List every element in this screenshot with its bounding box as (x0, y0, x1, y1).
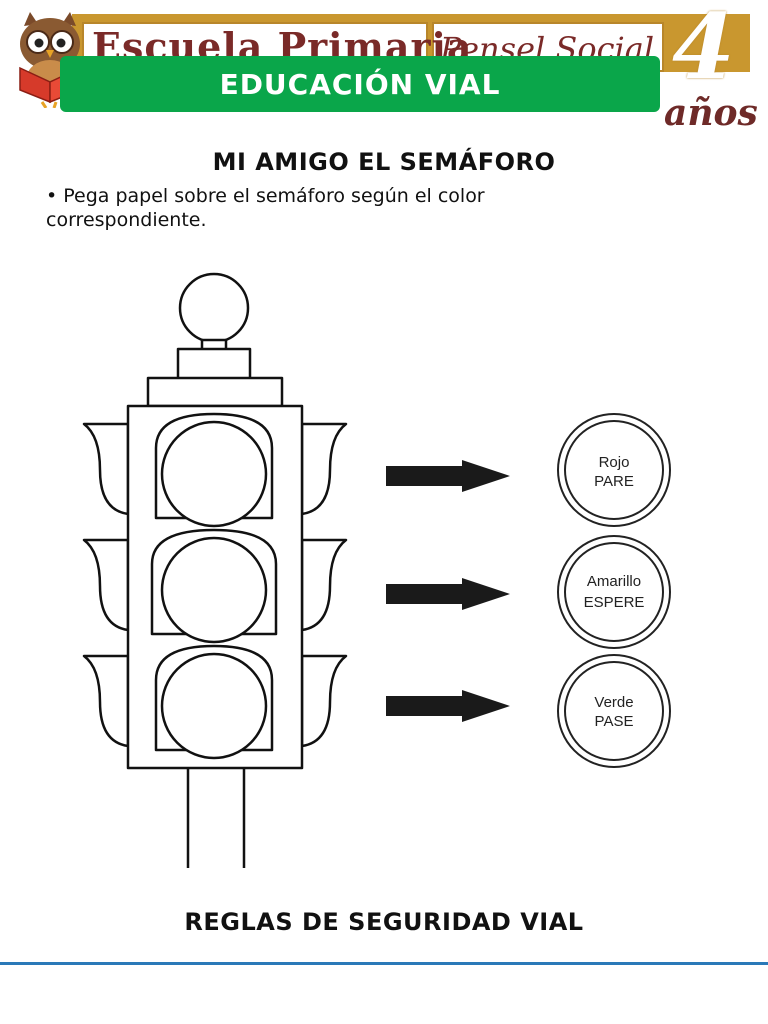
arrow-green (386, 690, 510, 722)
footer-title: REGLAS DE SEGURIDAD VIAL (184, 908, 584, 936)
age-unit: años (664, 92, 758, 134)
footer-divider (0, 962, 768, 965)
activity-instruction: • Pega papel sobre el semáforo según el … (46, 185, 485, 231)
rule-action-green: PASE (595, 713, 634, 730)
lamp-yellow (160, 536, 268, 644)
age-number: 4 (672, 0, 735, 100)
activity-title: MI AMIGO EL SEMÁFORO (212, 148, 556, 176)
rule-action-red: PARE (594, 473, 634, 490)
topic-banner: EDUCACIÓN VIAL (60, 56, 660, 112)
lamp-green (160, 652, 268, 760)
rule-action-yellow: ESPERE (584, 594, 645, 611)
lamp-red (160, 420, 268, 528)
rule-circle-green-inner (564, 661, 664, 761)
traffic-light-knob (178, 272, 250, 344)
rule-circle-red-inner (564, 420, 664, 520)
arrow-yellow (386, 578, 510, 610)
rule-circle-yellow-inner (564, 542, 664, 642)
rule-color-yellow: Amarillo (587, 573, 641, 590)
rule-color-green: Verde (594, 694, 633, 711)
rule-color-red: Rojo (599, 454, 630, 471)
banner-title: EDUCACIÓN VIAL (219, 67, 501, 101)
arrow-red (386, 460, 510, 492)
